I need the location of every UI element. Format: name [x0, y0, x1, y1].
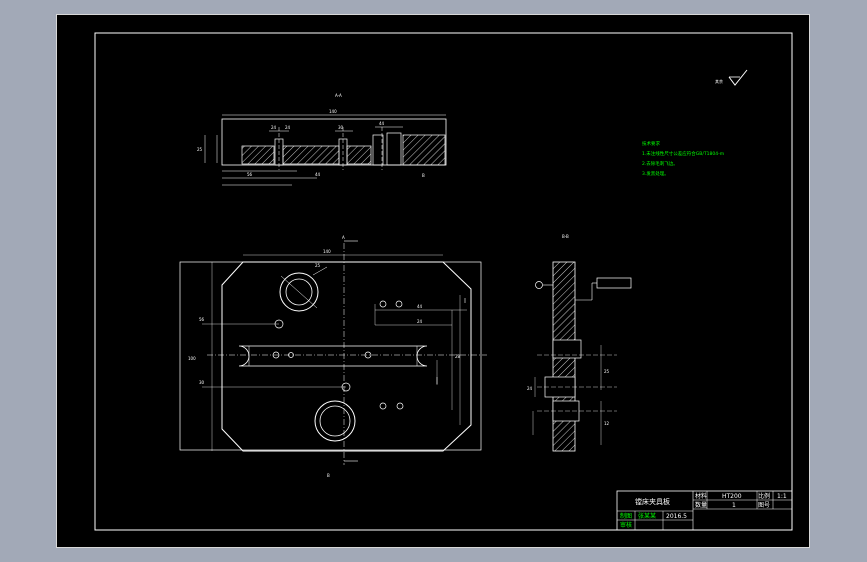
svg-text:比例: 比例 [758, 492, 770, 500]
svg-text:24: 24 [417, 319, 423, 324]
svg-text:其余: 其余 [715, 78, 723, 84]
svg-text:A-A: A-A [335, 93, 342, 98]
svg-text:图号: 图号 [758, 502, 770, 509]
svg-text:24: 24 [527, 386, 533, 391]
svg-text:140: 140 [323, 249, 331, 254]
svg-text:100: 100 [188, 356, 196, 361]
svg-text:44: 44 [417, 304, 423, 309]
svg-text:张某某: 张某某 [638, 512, 656, 520]
svg-text:2.去除毛刺飞边。: 2.去除毛刺飞边。 [642, 160, 678, 167]
svg-text:1: 1 [732, 502, 736, 509]
svg-text:技术要求: 技术要求 [642, 140, 660, 147]
drawing-frame [94, 32, 793, 531]
svg-text:25: 25 [604, 369, 610, 374]
technical-notes: 技术要求 1.未注线性尺寸公差应符合GB/T1804-m 2.去除毛刺飞边。 3… [642, 140, 724, 177]
roughness-symbol: 其余 [715, 69, 748, 86]
svg-text:12: 12 [604, 421, 610, 426]
title-block: 镗床夹具板 材料 HT200 比例 1:1 数量 1 图号 制图 张某某 201… [616, 490, 793, 531]
svg-text:56: 56 [247, 172, 253, 177]
cad-viewport[interactable]: 其余 A-A 140 24 24 30 44 56 44 [56, 14, 810, 548]
svg-text:24: 24 [285, 125, 291, 130]
svg-text:镗床夹具板: 镗床夹具板 [635, 497, 670, 506]
svg-text:1.未注线性尺寸公差应符合GB/T1804-m: 1.未注线性尺寸公差应符合GB/T1804-m [642, 150, 724, 157]
svg-text:B: B [422, 173, 425, 178]
svg-text:28: 28 [455, 354, 461, 359]
section-view-top: A-A 140 24 24 30 44 56 44 25 B [197, 93, 447, 186]
svg-text:30: 30 [338, 125, 344, 130]
svg-text:25: 25 [197, 147, 203, 152]
svg-text:30: 30 [199, 380, 205, 385]
svg-text:制图: 制图 [620, 512, 632, 520]
svg-text:44: 44 [379, 121, 385, 126]
svg-text:2016.5: 2016.5 [666, 513, 687, 520]
svg-text:B-B: B-B [562, 234, 569, 239]
plan-view: 140 100 56 30 28 44 24 25 A B [179, 235, 487, 478]
svg-text:44: 44 [315, 172, 321, 177]
svg-text:B: B [327, 473, 330, 478]
svg-text:3.发黑处理。: 3.发黑处理。 [642, 170, 669, 177]
engineering-drawing: 其余 A-A 140 24 24 30 44 56 44 [94, 32, 793, 531]
svg-text:材料: 材料 [695, 492, 707, 500]
svg-text:1:1: 1:1 [777, 493, 787, 500]
svg-text:A: A [342, 235, 345, 240]
svg-text:数量: 数量 [695, 501, 707, 509]
svg-text:56: 56 [199, 317, 205, 322]
svg-text:HT200: HT200 [722, 493, 742, 500]
side-section-view: B-B 25 12 24 [527, 234, 632, 452]
svg-text:审核: 审核 [620, 521, 632, 529]
svg-text:24: 24 [271, 125, 277, 130]
svg-text:140: 140 [329, 109, 337, 114]
svg-text:25: 25 [315, 263, 321, 268]
